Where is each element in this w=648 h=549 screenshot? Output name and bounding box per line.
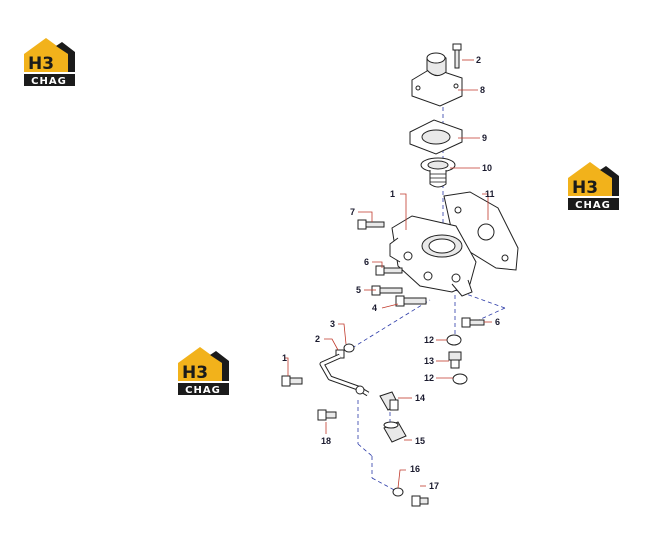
logo-mark: H3	[182, 363, 208, 383]
callout-9: 9	[482, 133, 487, 143]
logo-text: CHAG	[31, 76, 67, 87]
bolt-17	[411, 495, 429, 507]
dash-tube-bend	[357, 443, 373, 457]
callout-10: 10	[482, 163, 492, 173]
logo-roof-accent	[56, 42, 75, 72]
bolt-1-left	[281, 375, 303, 387]
brand-logo-right: H3 CHAG	[566, 160, 621, 212]
water-outlet-housing-8	[411, 52, 463, 107]
washer-16	[392, 487, 404, 497]
leader-lines	[285, 59, 492, 489]
brand-logo-bottom-left: H3 CHAG	[176, 345, 231, 397]
callout-12-top: 12	[424, 335, 434, 345]
thermostat-10	[420, 157, 456, 188]
bolt-5	[371, 285, 403, 296]
plug-13	[448, 351, 462, 369]
logo-text-bar	[178, 383, 229, 395]
o-ring-3	[343, 343, 355, 353]
bolt-4	[395, 295, 427, 307]
callout-1-top: 1	[390, 189, 395, 199]
callout-8: 8	[480, 85, 485, 95]
bolt-6-left	[375, 265, 403, 276]
brand-logo-top-left: H3 CHAG	[22, 36, 77, 88]
callout-4: 4	[372, 303, 377, 313]
bolt-6-right	[461, 317, 485, 328]
logo-text-bar	[24, 74, 75, 86]
bolt-2-top	[452, 43, 462, 69]
callout-16: 16	[410, 464, 420, 474]
logo-roof-accent	[210, 351, 229, 381]
callout-12-bottom: 12	[424, 373, 434, 383]
callout-15: 15	[415, 436, 425, 446]
bolt-7	[357, 219, 385, 230]
callout-5: 5	[356, 285, 361, 295]
bolt-18	[317, 409, 337, 421]
callout-6-left: 6	[364, 257, 369, 267]
logo-text-bar	[568, 198, 619, 210]
logo-text: CHAG	[575, 200, 611, 211]
callout-3: 3	[330, 319, 335, 329]
callout-7: 7	[350, 207, 355, 217]
callout-labels: 2 8 9 10 1 11 7 6 5 4 6 3 2 1 12 13 12 1…	[282, 55, 500, 491]
callout-2-top: 2	[476, 55, 481, 65]
callout-6-right: 6	[495, 317, 500, 327]
sensor-14	[379, 391, 399, 411]
logo-text: CHAG	[185, 385, 221, 396]
gasket-9	[409, 119, 463, 155]
callout-18: 18	[321, 436, 331, 446]
callout-11: 11	[485, 189, 495, 199]
logo-roof-accent	[600, 166, 619, 196]
dash-gasket-to-body	[351, 299, 431, 349]
logo-mark: H3	[572, 178, 598, 198]
callout-2-left: 2	[315, 334, 320, 344]
thermostat-housing-body-1	[389, 215, 477, 297]
callout-14: 14	[415, 393, 425, 403]
washer-12-bottom	[452, 373, 468, 385]
washer-12-top	[446, 334, 462, 346]
callout-17: 17	[429, 481, 439, 491]
logo-mark: H3	[28, 54, 54, 74]
callout-13: 13	[424, 356, 434, 366]
callout-1-left: 1	[282, 353, 287, 363]
sleeve-15	[383, 421, 407, 443]
bypass-tube	[319, 353, 370, 397]
